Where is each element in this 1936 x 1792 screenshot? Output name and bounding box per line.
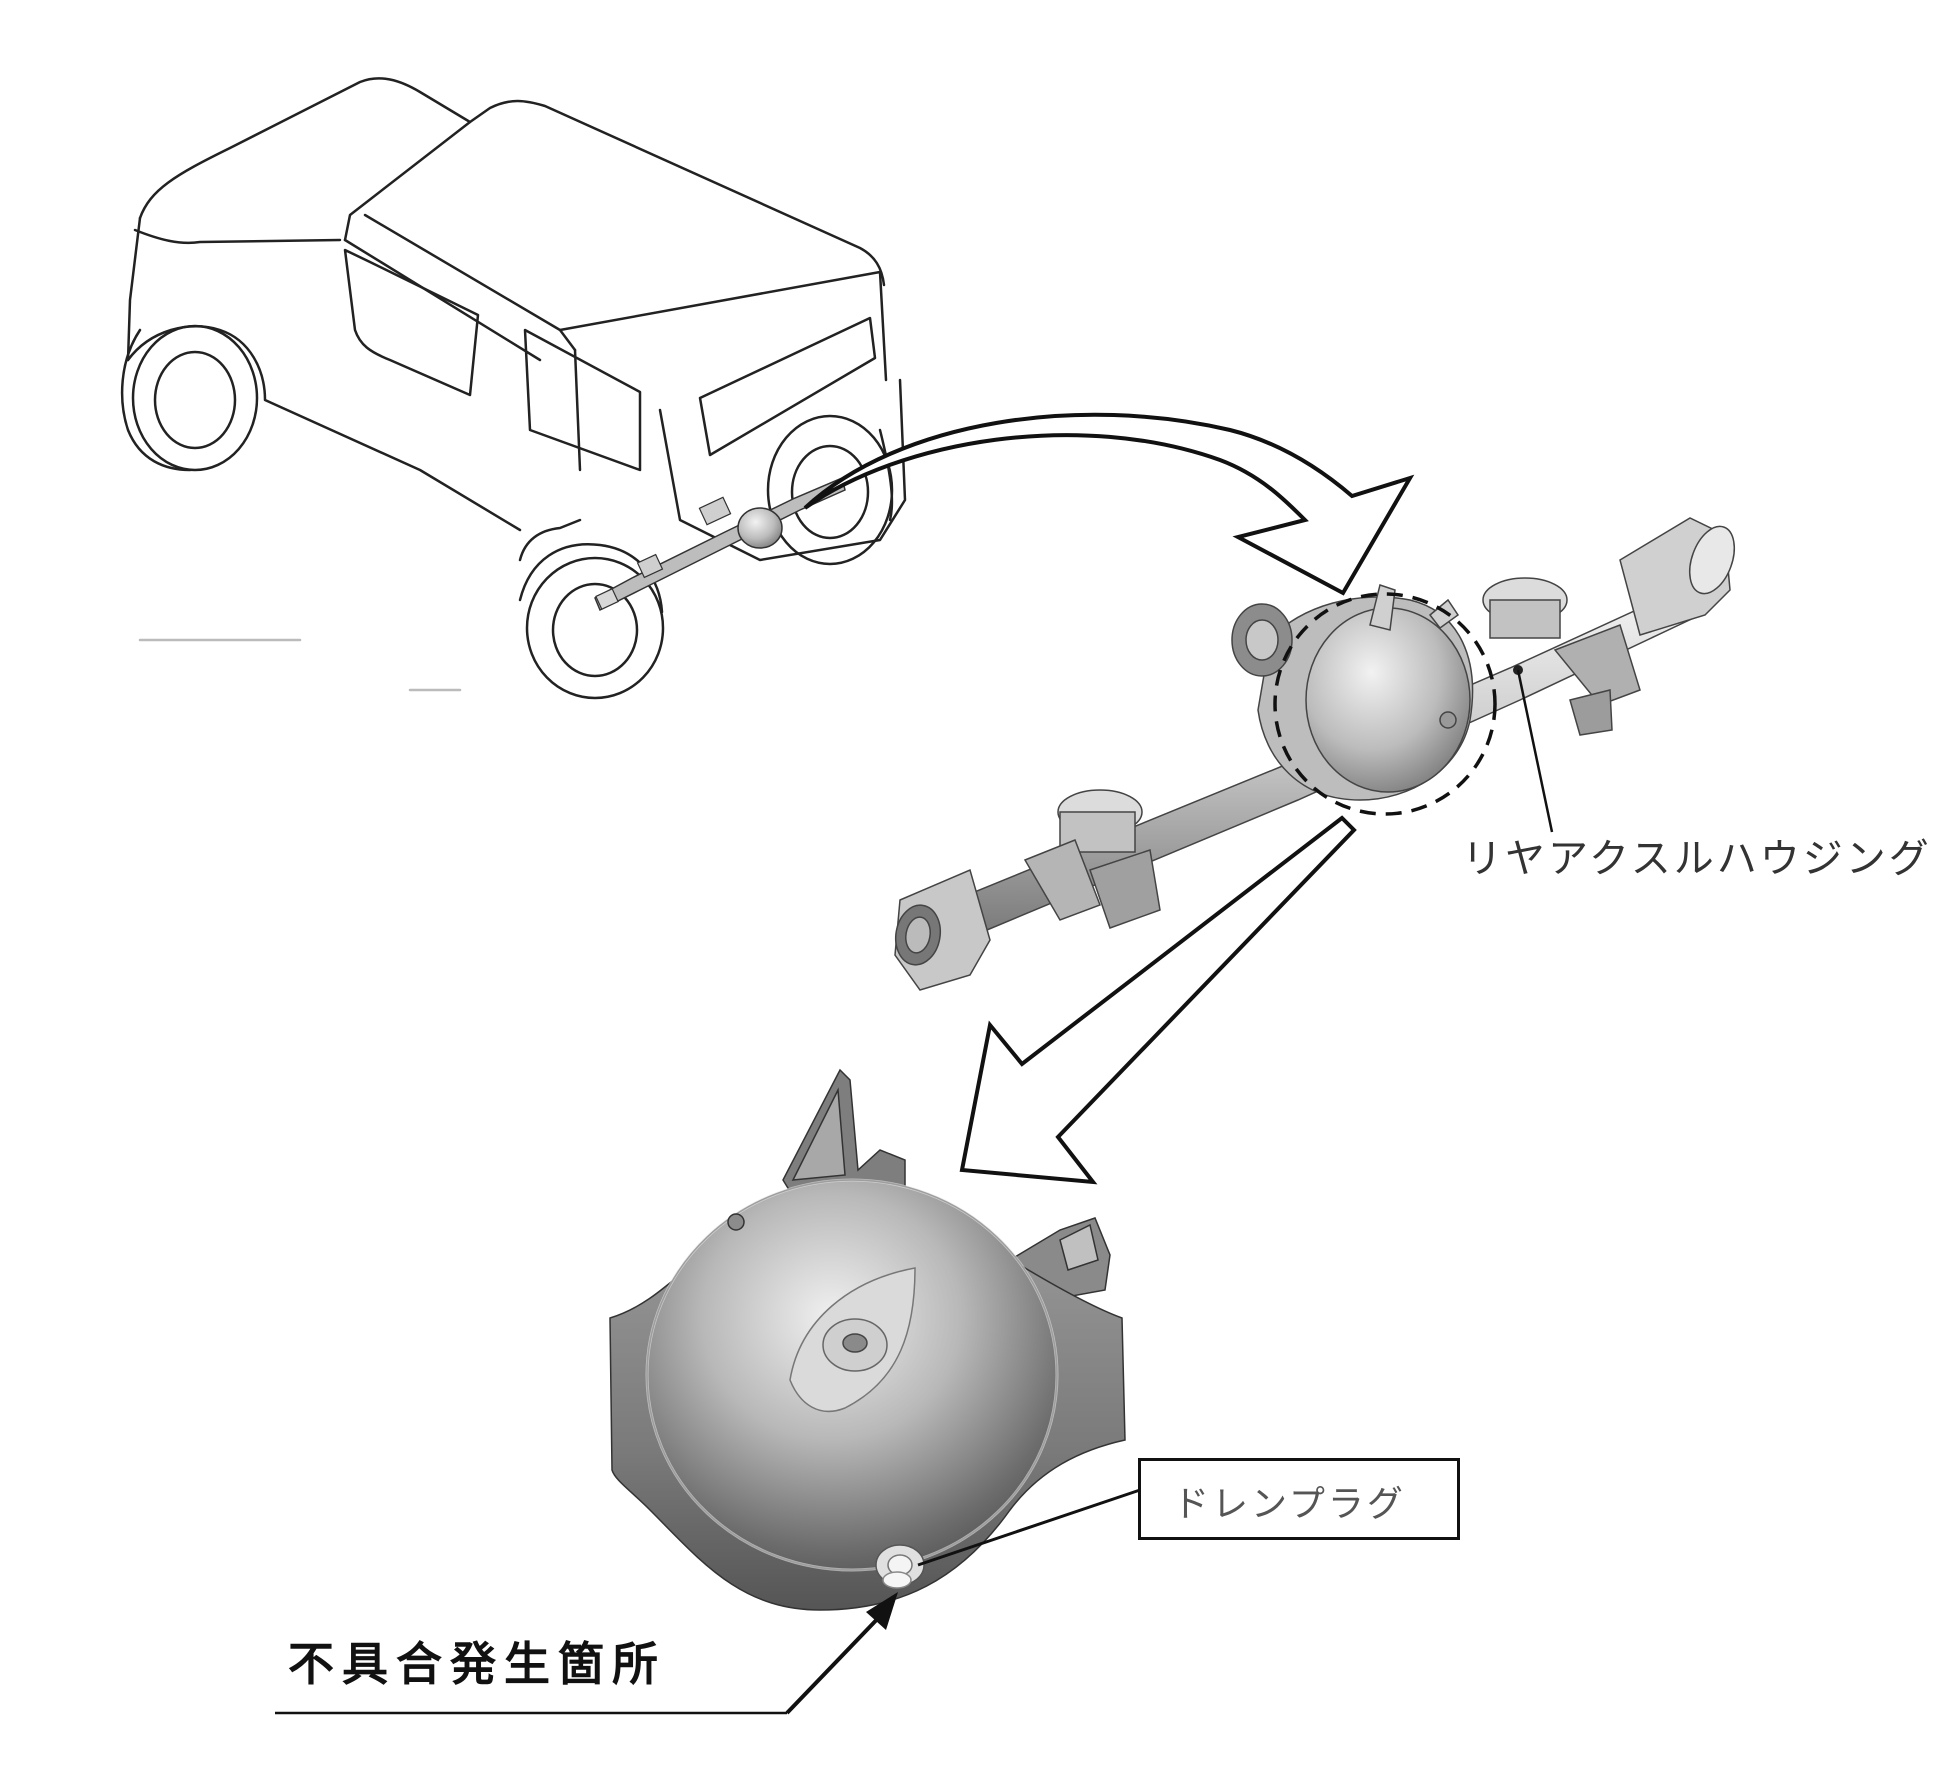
drain-plug-leader-line [917,1488,1141,1567]
rear-axle-housing-illustration [894,517,1736,991]
vehicle-illustration [120,77,907,700]
differential-detail-illustration [609,1068,1126,1611]
detail-highlight-circle [1273,592,1497,816]
rear-axle-housing-label: リヤアクスルハウジング [1462,836,1932,882]
housing-leader-line [1516,669,1554,833]
defect-arrow [275,1592,898,1715]
vehicle-axle-small [594,476,846,612]
drain-plug-label: ドレンプラグ [1173,1484,1406,1525]
drain-plug-label-box: ドレンプラグ [1138,1458,1460,1540]
defect-location-label: 不具合発生箇所 [288,1637,666,1691]
pointer-arrow-to-detail [959,815,1357,1185]
pointer-arrow-to-axle [803,412,1415,596]
